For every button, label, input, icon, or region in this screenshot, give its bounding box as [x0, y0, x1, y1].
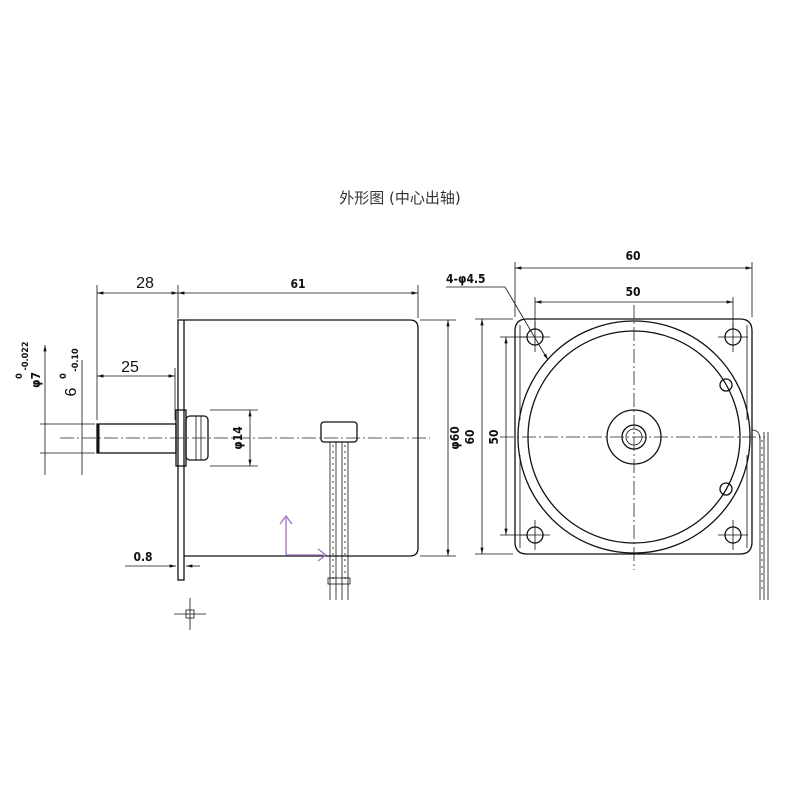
dim-flat-6: 6 — [63, 387, 80, 396]
dim-25: 25 — [121, 359, 139, 376]
side-view: 28 61 25 φ14 φ60 φ7 -0.022 0 6 -0.10 0 0… — [15, 275, 462, 630]
boss — [185, 415, 209, 461]
front-view: 60 50 60 50 4-φ4.5 — [446, 249, 769, 600]
dim-phi60: φ60 — [448, 426, 462, 449]
lead-wires — [320, 421, 358, 600]
dim-phi7-tol-upper: 0 — [15, 373, 25, 379]
output-shaft — [96, 423, 177, 454]
datum-symbol — [174, 598, 206, 630]
dim-width-60: 60 — [625, 249, 640, 263]
dim-phi7: φ7 — [29, 372, 43, 388]
drawing-title: 外形图 (中心出轴) — [339, 189, 460, 207]
dim-phi14: φ14 — [231, 426, 245, 450]
dim-flat-tol-lower: -0.10 — [71, 348, 81, 372]
svg-text:φ7: φ7 — [29, 372, 43, 388]
dim-holes-4-phi4-5: 4-φ4.5 — [446, 272, 486, 286]
dim-height-60: 60 — [463, 429, 477, 444]
dim-61: 61 — [290, 277, 305, 291]
front-flange — [514, 318, 753, 555]
axis-indicator — [279, 514, 328, 562]
dim-pitch-50: 50 — [625, 285, 640, 299]
dim-phi7-tol-lower: -0.022 — [21, 342, 31, 371]
dim-pitch-v-50: 50 — [487, 429, 501, 444]
front-lead-wires — [751, 429, 769, 600]
dim-0-8: 0.8 — [133, 550, 152, 564]
dim-flat-tol-upper: 0 — [59, 373, 69, 379]
flange-plate — [177, 319, 185, 581]
dim-28: 28 — [136, 275, 154, 292]
